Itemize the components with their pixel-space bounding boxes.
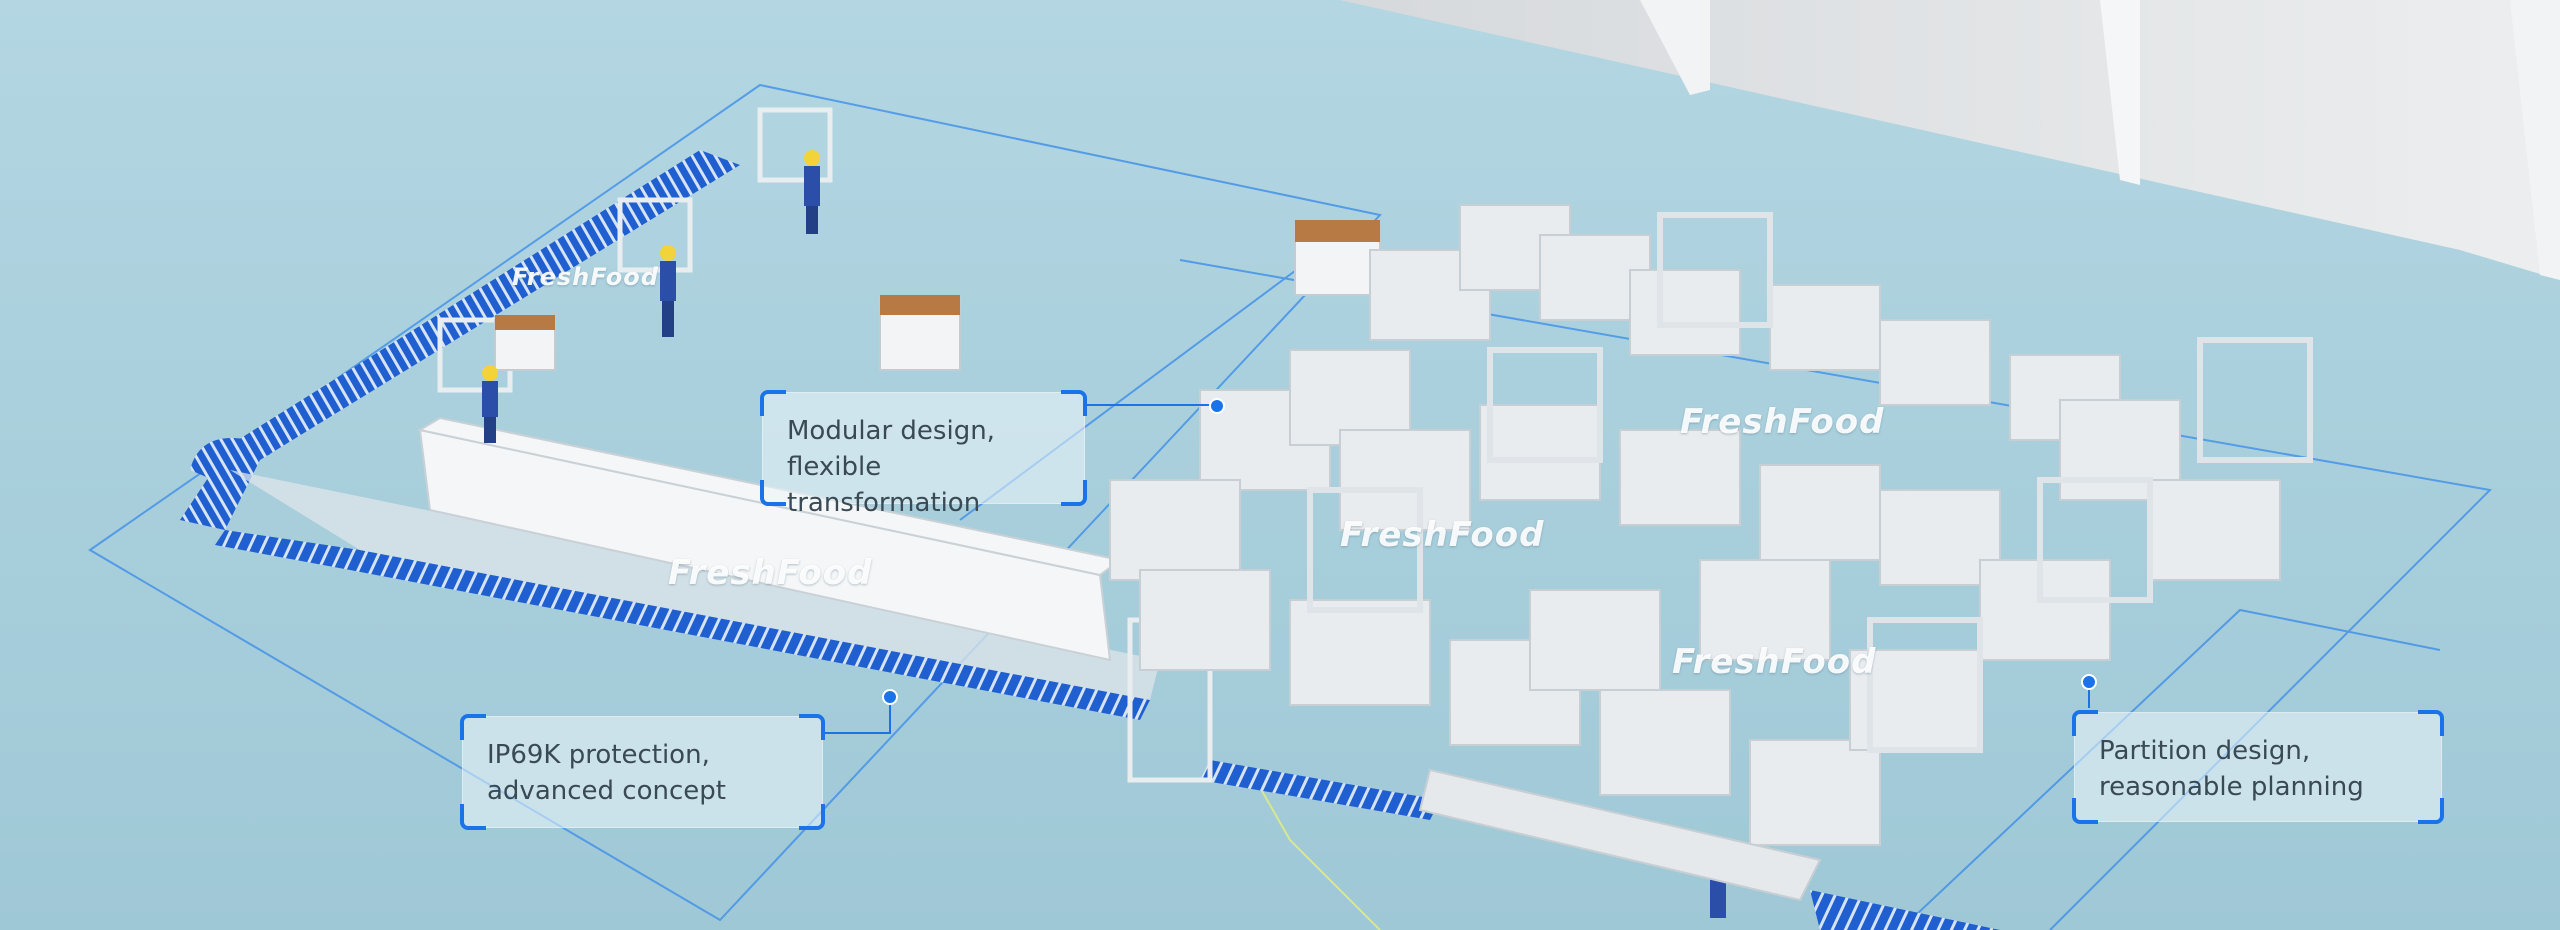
workers [482,150,1726,918]
callout-modular-design: Modular design, flexible transformation [760,390,1087,518]
callout-leaders [823,398,2097,734]
processing-machines [1109,204,2281,846]
bottom-conveyor [1418,768,1822,902]
callout-ip69k-protection: IP69K protection, advanced concept [460,714,825,830]
watermark-crates: FreshFood [668,553,873,593]
conveyor-l-shape [180,150,2000,930]
callout-modular-text: Modular design, flexible transformation [787,416,995,518]
watermark-machines-top: FreshFood [1680,402,1885,442]
callout-partition-text: Partition design, reasonable planning [2099,736,2364,802]
watermark-conveyor: FreshFood [512,263,659,291]
pallet-crates [494,220,1381,371]
callout-partition-design: Partition design, reasonable planning [2072,710,2444,824]
watermark-machines-center: FreshFood [1340,515,1545,555]
machine-gantries [1307,212,2313,753]
callout-ip69k-text: IP69K protection, advanced concept [487,740,726,806]
back-wall [1340,0,2560,280]
watermark-machines-bottom: FreshFood [1672,642,1877,682]
